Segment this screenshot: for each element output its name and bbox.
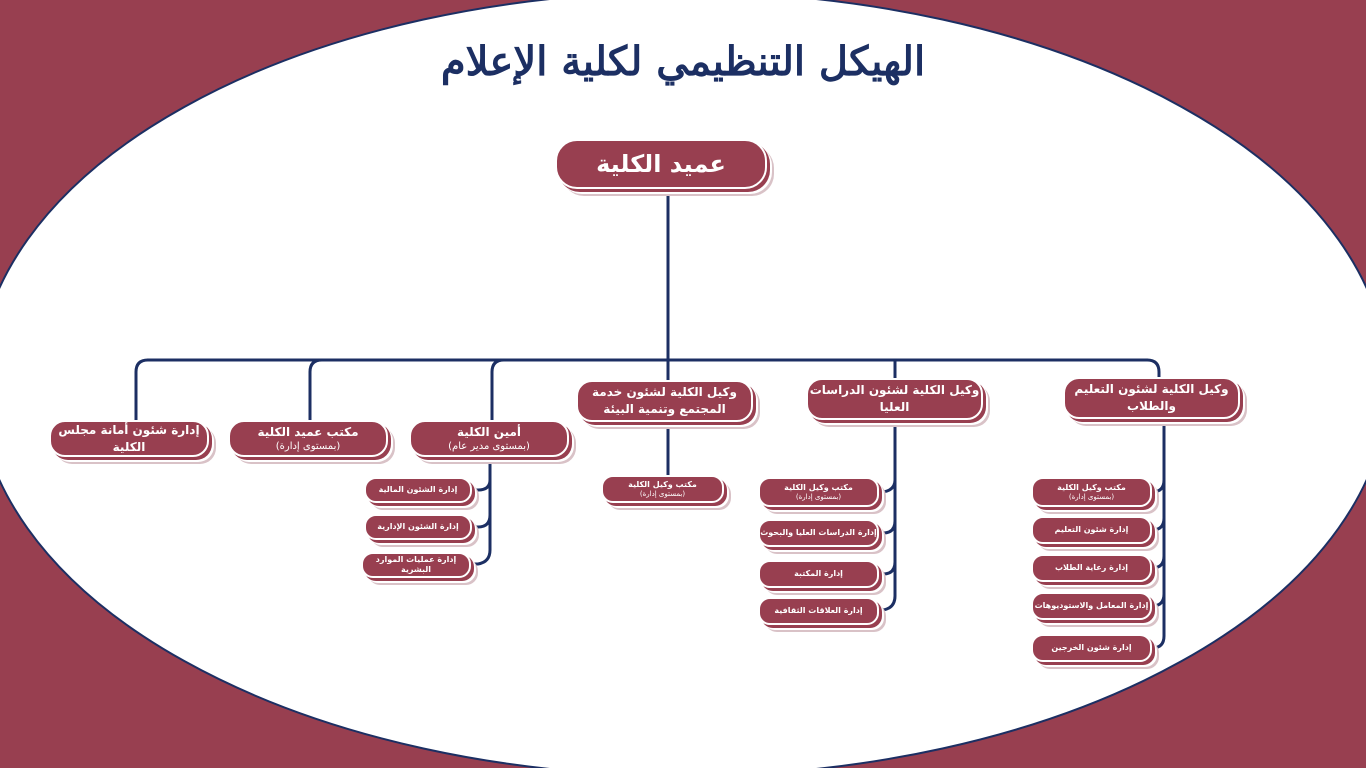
secretary-note: (بمستوى مدير عام) [448,441,530,452]
education-child-label: إدارة رعاية الطلاب [1054,563,1129,572]
drop-vice-education [1145,358,1161,380]
council-box[interactable]: إدارة شئون أمانة مجلس الكلية [49,420,209,457]
education-child-label: إدارة المعامل والاستوديوهات [1034,601,1149,610]
education-branch-4 [1150,592,1166,608]
community-child-note: (بمستوى إدارة) [639,489,686,498]
secretary-branch-2 [470,513,492,529]
secretary-child-label: إدارة الشئون الإدارية [377,522,459,531]
secretary-branch-1 [470,478,492,492]
drop-dean-office [308,358,324,422]
secretary-child-box[interactable]: إدارة عمليات الموارد البشرية [361,552,471,578]
graduate-child-box[interactable]: إدارة الدراسات العليا والبحوث [758,519,879,547]
vice-education-label: وكيل الكلية لشئون التعليم والطلاب [1074,382,1229,413]
graduate-child-label: إدارة الدراسات العليا والبحوث [760,528,877,537]
secretary-spine [470,458,492,566]
education-child-box[interactable]: إدارة المعامل والاستوديوهات [1031,592,1152,620]
education-child-box[interactable]: إدارة رعاية الطلاب [1031,554,1152,582]
vice-community-box[interactable]: وكيل الكلية لشئون خدمة المجتمع وتنمية ال… [576,380,753,422]
secretary-label: أمين الكلية [456,425,522,439]
secretary-child-box[interactable]: إدارة الشئون الإدارية [364,514,472,540]
vice-community-label: وكيل الكلية لشئون خدمة المجتمع وتنمية ال… [592,385,737,416]
secretary-child-label: إدارة الشئون المالية [378,485,458,494]
drop-council [134,358,150,422]
graduate-branch-2 [878,519,897,535]
graduate-child-label: إدارة المكتبة [794,569,843,578]
graduate-child-label: مكتب وكيل الكلية [784,482,853,492]
education-child-label: إدارة شئون الخرجين [1051,643,1132,652]
education-child-box[interactable]: إدارة شئون التعليم [1031,516,1152,544]
graduate-child-box[interactable]: إدارة المكتبة [758,560,879,588]
secretary-child-box[interactable]: إدارة الشئون المالية [364,477,472,503]
graduate-child-box[interactable]: مكتب وكيل الكلية (بمستوى إدارة) [758,477,879,507]
vice-education-box[interactable]: وكيل الكلية لشئون التعليم والطلاب [1063,377,1240,419]
education-child-label: إدارة شئون التعليم [1054,525,1129,534]
dean-office-label: مكتب عميد الكلية [257,425,359,439]
education-spine [1150,422,1166,650]
graduate-branch-3 [878,560,897,576]
education-branch-3 [1150,554,1166,570]
page-title: الهيكل التنظيمي لكلية الإعلام [440,38,926,85]
graduate-spine [878,424,897,612]
connector-lines [134,192,1166,650]
dean-box[interactable]: عميد الكلية [555,139,767,189]
dean-office-box[interactable]: مكتب عميد الكلية (بمستوى إدارة) [228,420,388,457]
education-child-box[interactable]: إدارة شئون الخرجين [1031,634,1152,662]
community-child-label: مكتب وكيل الكلية [628,479,697,489]
dean-label: عميد الكلية [596,150,726,178]
community-child-box[interactable]: مكتب وكيل الكلية (بمستوى إدارة) [601,475,724,503]
graduate-child-box[interactable]: إدارة العلاقات الثقافية [758,597,879,625]
education-child-box[interactable]: مكتب وكيل الكلية (بمستوى إدارة) [1031,477,1152,507]
vice-graduate-label: وكيل الكلية لشئون الدراسات العليا [809,383,980,414]
graduate-branch-1 [878,478,897,494]
graduate-child-label: إدارة العلاقات الثقافية [774,606,863,615]
secretary-child-label: إدارة عمليات الموارد البشرية [375,555,457,574]
graduate-child-note: (بمستوى إدارة) [795,492,842,501]
dean-office-note: (بمستوى إدارة) [275,441,341,452]
council-label: إدارة شئون أمانة مجلس الكلية [58,422,200,454]
education-child-note: (بمستوى إدارة) [1068,492,1115,501]
education-child-label: مكتب وكيل الكلية [1057,482,1126,492]
drop-secretary [490,358,506,422]
vice-graduate-box[interactable]: وكيل الكلية لشئون الدراسات العليا [806,378,983,420]
secretary-box[interactable]: أمين الكلية (بمستوى مدير عام) [409,420,569,457]
education-branch-1 [1150,478,1166,494]
education-branch-2 [1150,516,1166,532]
